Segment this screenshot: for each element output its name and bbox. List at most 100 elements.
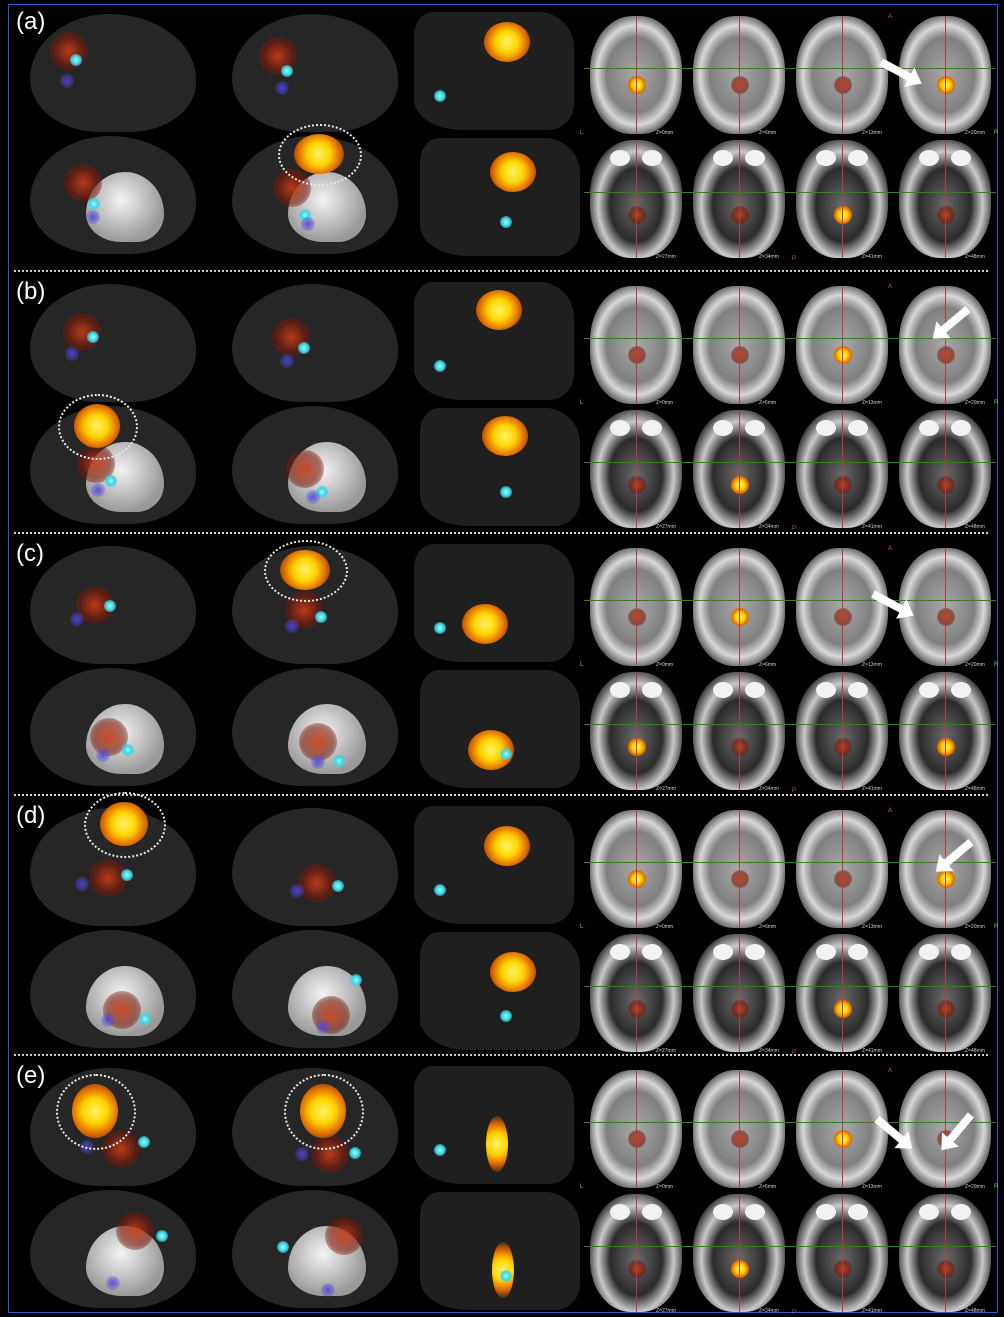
slice-z-label: Z=13mm [862,1184,882,1190]
hot-activation [482,416,528,456]
orientation-right: R [994,130,999,136]
activation-overlay [628,76,646,94]
eye-orbit [642,420,662,436]
crosshair-vertical [636,16,637,134]
medial-brain-view [30,668,196,786]
slice-z-label: Z=48mm [965,524,985,530]
hot-activation [486,1116,508,1172]
crosshair-vertical [842,286,843,404]
panel-label: (a) [16,8,46,35]
panel-separator [14,532,988,534]
crosshair-vertical [739,810,740,928]
eye-orbit [919,1204,939,1220]
crosshair-vertical [945,16,946,134]
medial-brain-view [30,136,196,254]
slice-z-label: Z=6mm [759,400,777,406]
orientation-anterior: A [888,14,893,20]
cool-activation [434,360,446,372]
blue-activation [290,884,304,898]
crosshair-vertical [636,1194,637,1312]
orientation-right: R [994,1184,999,1190]
eye-orbit [816,1204,836,1220]
activation-overlay [731,1000,749,1018]
slice-z-label: Z=0mm [656,400,674,406]
warm-activation [64,164,102,202]
crosshair-vertical [945,934,946,1052]
slice-z-label: Z=34mm [759,1308,779,1314]
crosshair-vertical [945,286,946,404]
orientation-posterior: P [792,1310,797,1316]
panel-separator [14,794,988,796]
slice-z-label: Z=6mm [759,1184,777,1190]
activation-overlay [937,206,955,224]
slice-z-label: Z=6mm [759,662,777,668]
slice-z-label: Z=20mm [965,400,985,406]
panel-label: (b) [16,278,46,305]
hot-activation [476,290,522,330]
slice-z-label: Z=34mm [759,524,779,530]
activation-overlay [628,476,646,494]
blue-activation [275,81,289,95]
crosshair-vertical [842,934,843,1052]
orientation-left: L [580,924,584,930]
orientation-left: L [580,400,584,406]
medial-brain-view [232,1190,398,1308]
cool-activation [333,755,345,767]
slice-z-label: Z=13mm [862,662,882,668]
blue-activation [280,354,294,368]
warm-activation [89,859,127,897]
crosshair-vertical [842,140,843,258]
crosshair-vertical [739,672,740,790]
orientation-anterior: A [888,546,893,552]
cool-activation [277,1241,289,1253]
eye-orbit [951,944,971,960]
cool-activation [434,1144,446,1156]
orientation-anterior: A [888,1068,893,1074]
eye-orbit [610,944,630,960]
activation-overlay [731,1260,749,1278]
eye-orbit [816,420,836,436]
cool-activation [500,1010,512,1022]
lateral-brain-view [232,808,398,926]
blue-activation [295,1147,309,1161]
warm-activation [325,1217,363,1255]
crosshair-vertical [842,1194,843,1312]
activation-overlay [834,1130,852,1148]
slice-z-label: Z=27mm [656,1308,676,1314]
crosshair-horizontal [584,338,996,339]
slice-z-label: Z=48mm [965,1308,985,1314]
highlight-circle [84,792,166,858]
orientation-right: R [994,924,999,930]
eye-orbit [745,1204,765,1220]
lateral-brain-view [232,284,398,402]
flat-map-view [420,138,580,256]
eye-orbit [848,420,868,436]
slice-z-label: Z=0mm [656,1184,674,1190]
activation-overlay [834,870,852,888]
hot-activation [462,604,508,644]
orientation-left: L [580,130,584,136]
slice-z-label: Z=41mm [862,524,882,530]
activation-overlay [937,608,955,626]
crosshair-horizontal [584,724,996,725]
orientation-anterior: A [888,808,893,814]
activation-overlay [628,1000,646,1018]
highlight-circle [278,124,362,186]
crosshair-vertical [739,16,740,134]
eye-orbit [610,1204,630,1220]
eye-orbit [816,682,836,698]
crosshair-vertical [636,140,637,258]
cool-activation [434,90,446,102]
crosshair-vertical [739,1194,740,1312]
eye-orbit [642,944,662,960]
crosshair-vertical [842,1070,843,1188]
crosshair-vertical [739,1070,740,1188]
crosshair-vertical [636,286,637,404]
eye-orbit [919,420,939,436]
eye-orbit [713,944,733,960]
slice-z-label: Z=20mm [965,130,985,136]
activation-overlay [628,1130,646,1148]
cool-activation [434,622,446,634]
